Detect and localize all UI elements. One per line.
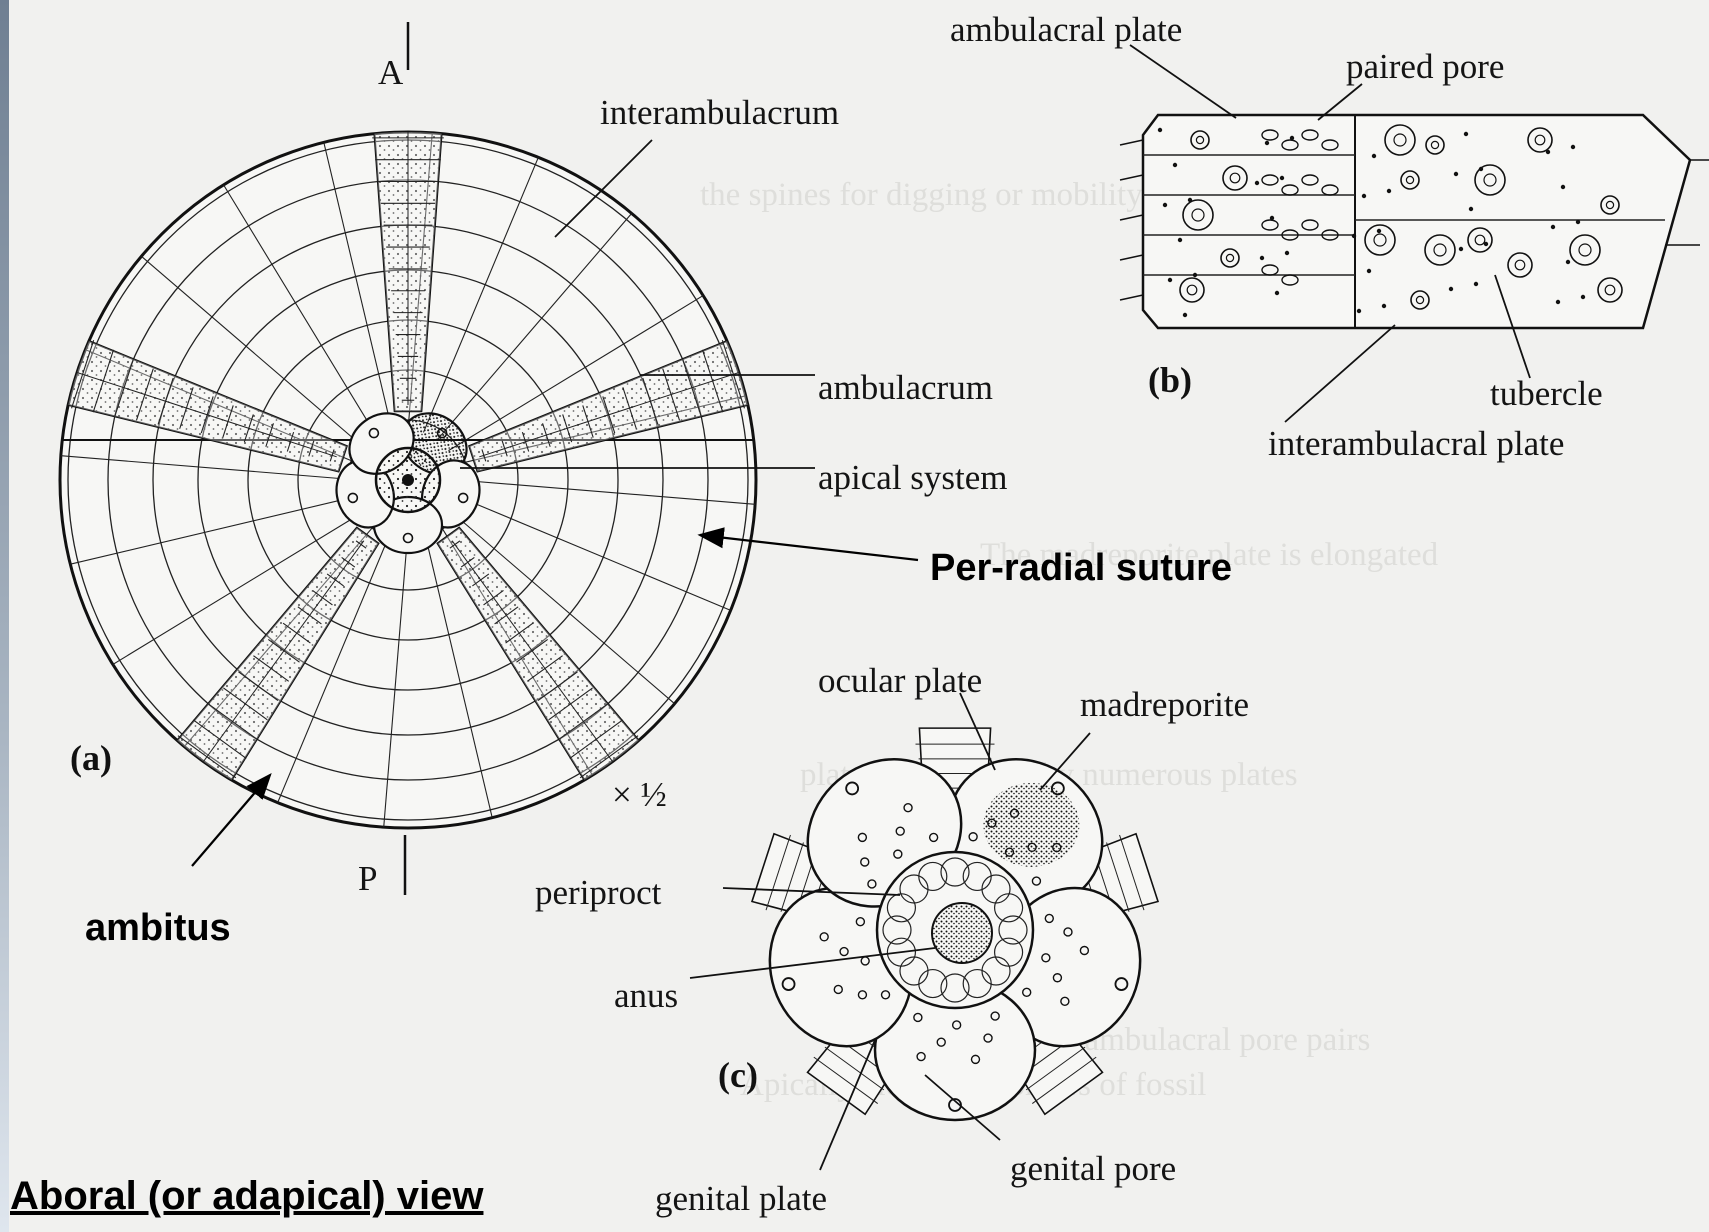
per-radial-suture-label: Per-radial suture (930, 547, 1232, 589)
panel-b-letter: (b) (1148, 360, 1192, 400)
ambitus-arrow (192, 775, 270, 866)
genital-pore-label: genital pore (1010, 1149, 1176, 1188)
ambulacral-plate-label: ambulacral plate (950, 10, 1182, 49)
scale-label: × ½ (612, 775, 667, 814)
ocular-plate-label: ocular plate (818, 661, 982, 700)
svg-text:the spines for digging or mobi: the spines for digging or mobility (700, 177, 1143, 213)
figure-caption: Aboral (or adapical) view (10, 1174, 483, 1219)
p-axis-label: P (358, 859, 377, 898)
paired-pore-label: paired pore (1346, 47, 1504, 86)
panel-b-plate-detail (1120, 115, 1709, 328)
a-axis-label: A (378, 53, 404, 92)
interambulacrum-label: interambulacrum (600, 93, 839, 132)
interambulacral-plate-leader (1285, 325, 1395, 422)
ambulacral-plate-leader (1130, 45, 1236, 118)
apical-system-label: apical system (818, 458, 1008, 497)
periproct-label: periproct (535, 873, 662, 912)
panel-a-test (58, 124, 757, 828)
tubercle-label: tubercle (1490, 374, 1603, 413)
panel-a-letter: (a) (70, 738, 112, 778)
ambitus-label: ambitus (85, 907, 231, 949)
interambulacral-plate-label: interambulacral plate (1268, 424, 1564, 463)
anus-label: anus (614, 976, 678, 1015)
genital-plate-label: genital plate (655, 1179, 827, 1218)
anus (932, 903, 992, 963)
panel-c-letter: (c) (718, 1055, 758, 1095)
madreporite-label: madreporite (1080, 685, 1249, 724)
ambulacrum-label: ambulacrum (818, 368, 993, 407)
